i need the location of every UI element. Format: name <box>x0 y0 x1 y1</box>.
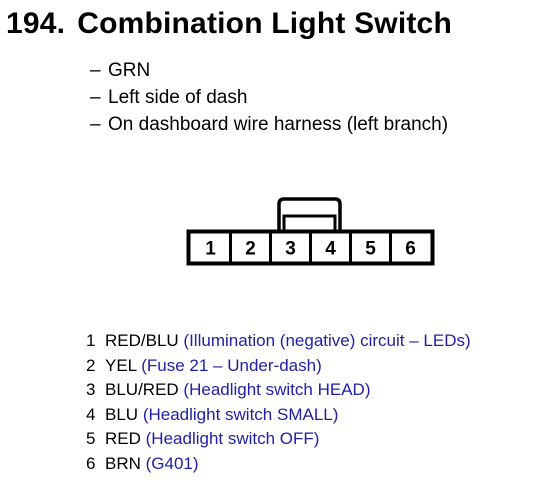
note-item: –GRN <box>90 57 448 84</box>
connector-lock-tab-inner <box>284 214 335 234</box>
connector-lock-tab-edge <box>282 214 337 234</box>
pin-description: (Illumination (negative) circuit – LEDs) <box>183 331 471 350</box>
component-notes: –GRN –Left side of dash –On dashboard wi… <box>90 57 448 138</box>
pin-row: 5 RED (Headlight switch OFF) <box>86 427 471 452</box>
pin-row: 2 YEL (Fuse 21 – Under-dash) <box>86 354 471 379</box>
terminal-label-4: 4 <box>325 239 336 260</box>
terminal-label-6: 6 <box>405 239 416 260</box>
pin-description: (Headlight switch SMALL) <box>142 404 339 424</box>
pin-description: (Headlight switch OFF) <box>145 429 320 448</box>
terminal-label-1: 1 <box>205 239 216 260</box>
pin-description: (Fuse 21 – Under-dash) <box>141 355 322 375</box>
connector-terminals: 1 2 3 4 5 6 <box>205 233 416 262</box>
terminal-label-5: 5 <box>365 239 376 260</box>
pin-row: 4 BLU (Headlight switch SMALL) <box>86 403 471 428</box>
note-item: –On dashboard wire harness (left branch) <box>90 111 448 138</box>
pin-description: (Headlight switch HEAD) <box>183 380 371 399</box>
note-dash: – <box>90 114 101 135</box>
note-dash: – <box>90 87 101 108</box>
pin-wire-color: BLU/RED <box>105 380 179 399</box>
pin-number: 6 <box>86 453 96 473</box>
terminal-label-3: 3 <box>285 239 296 260</box>
note-dash: – <box>90 60 101 81</box>
connector-diagram: 1 2 3 4 5 6 <box>186 197 435 266</box>
note-text: GRN <box>108 60 151 81</box>
pin-wire-color: RED <box>105 429 141 448</box>
pin-list: 1 RED/BLU (Illumination (negative) circui… <box>86 329 471 476</box>
pin-row: 1 RED/BLU (Illumination (negative) circui… <box>86 329 471 354</box>
terminal-label-2: 2 <box>245 239 256 260</box>
pin-number: 2 <box>86 355 96 375</box>
note-item: –Left side of dash <box>90 84 448 111</box>
pin-row: 6 BRN (G401) <box>86 452 471 477</box>
note-text: Left side of dash <box>108 87 248 108</box>
pin-wire-color: RED/BLU <box>105 331 179 350</box>
pin-wire-color: BLU <box>105 404 139 424</box>
pin-wire-color: YEL <box>105 355 137 375</box>
pin-number: 5 <box>86 429 96 448</box>
page-title: 194. Combination Light Switch <box>6 4 452 44</box>
component-name: Combination Light Switch <box>77 7 452 40</box>
connector-lock-tab <box>277 197 342 232</box>
pin-wire-color: BRN <box>105 453 141 473</box>
pin-number: 3 <box>86 380 96 399</box>
pin-row: 3 BLU/RED (Headlight switch HEAD) <box>86 378 471 403</box>
pin-description: (G401) <box>145 453 199 473</box>
pin-number: 1 <box>86 331 96 350</box>
component-number: 194. <box>6 7 66 40</box>
note-text: On dashboard wire harness (left branch) <box>108 114 449 135</box>
pin-number: 4 <box>86 404 96 424</box>
